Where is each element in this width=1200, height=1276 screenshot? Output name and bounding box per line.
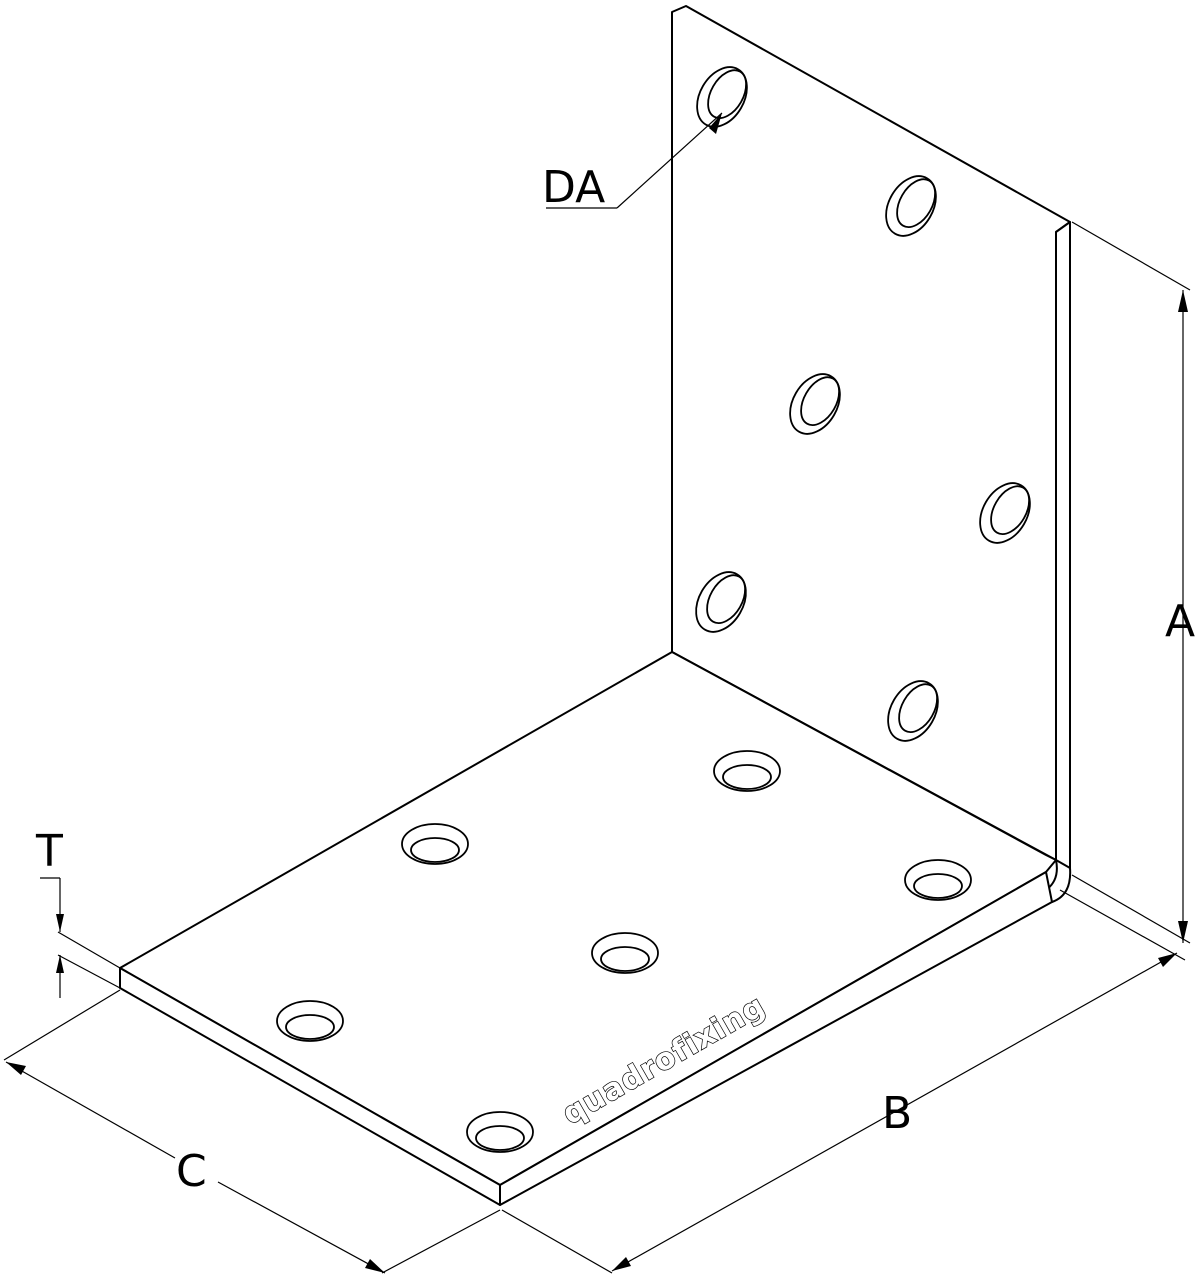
dimension-b: B	[501, 889, 1186, 1274]
dimension-c: C	[3, 989, 501, 1274]
base-hole	[591, 932, 659, 974]
dim-da-label: DA	[542, 162, 605, 213]
base-hole	[904, 859, 972, 901]
dim-b-label: B	[882, 1088, 912, 1139]
dim-a-label: A	[1165, 596, 1195, 647]
vertical-plate-edge	[1055, 221, 1071, 869]
dimension-a: A	[1071, 221, 1195, 944]
vertical-hole	[695, 571, 747, 633]
dim-c-label: C	[176, 1146, 207, 1197]
dimension-da: DA	[542, 112, 723, 213]
base-plate-holes	[276, 750, 972, 1153]
base-hole	[276, 1000, 344, 1042]
dimension-t: T	[35, 826, 121, 998]
vertical-hole	[789, 373, 841, 435]
base-plate-right-edge	[499, 871, 1053, 1206]
vertical-hole	[887, 680, 939, 742]
vertical-hole	[979, 482, 1031, 544]
bracket-body	[119, 5, 1072, 1206]
base-hole	[401, 823, 469, 865]
base-hole	[713, 750, 781, 792]
dim-t-label: T	[35, 826, 63, 877]
base-hole	[466, 1111, 534, 1153]
